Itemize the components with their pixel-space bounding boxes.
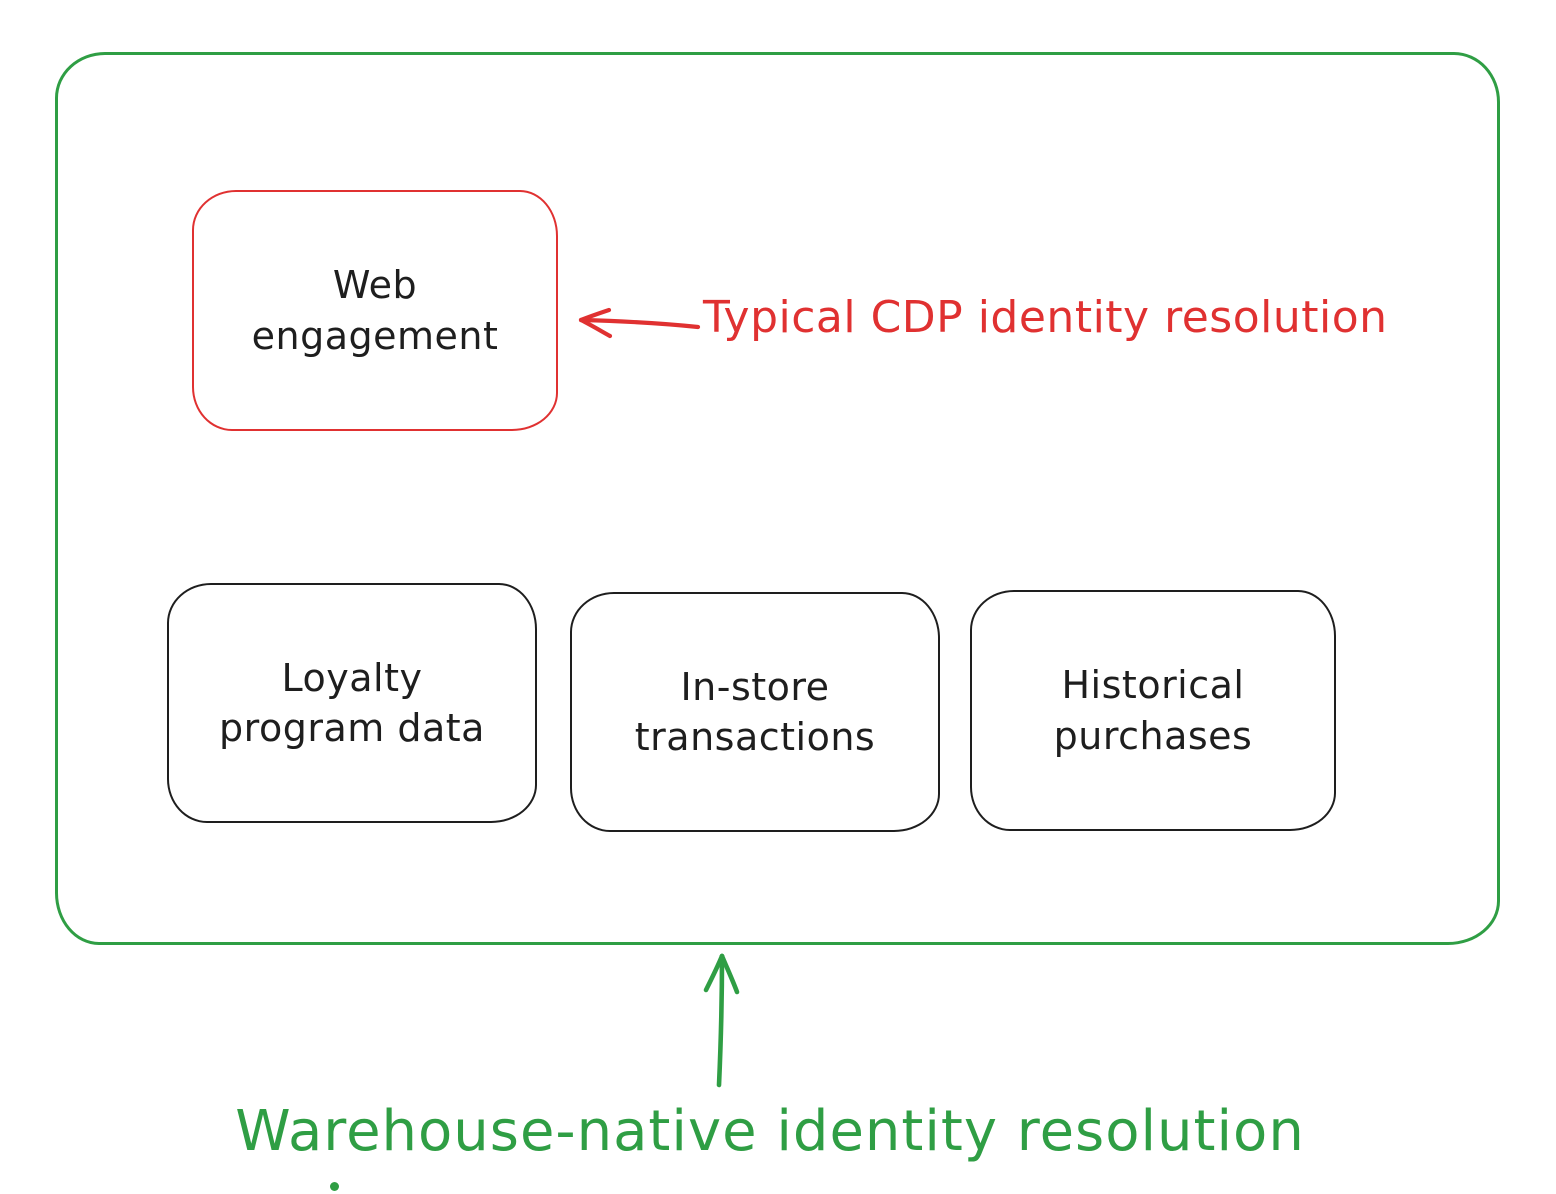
warehouse-scope-box <box>55 52 1500 945</box>
historical-purchases-label: Historical purchases <box>1053 663 1253 758</box>
historical-purchases-box: Historical purchases <box>970 590 1336 831</box>
in-store-transactions-box: In-store transactions <box>570 592 940 832</box>
loyalty-program-data-label: Loyalty program data <box>219 655 485 750</box>
warehouse-annotation-text: Warehouse-native identity resolution <box>235 1099 1305 1164</box>
loyalty-program-data-box: Loyalty program data <box>167 583 537 823</box>
up-arrow-icon <box>703 953 740 1088</box>
in-store-transactions-label: In-store transactions <box>634 664 876 759</box>
web-engagement-label: Web engagement <box>251 263 499 358</box>
stray-dot <box>330 1182 339 1191</box>
cdp-annotation-text: Typical CDP identity resolution <box>703 292 1388 343</box>
web-engagement-box: Web engagement <box>192 190 558 431</box>
